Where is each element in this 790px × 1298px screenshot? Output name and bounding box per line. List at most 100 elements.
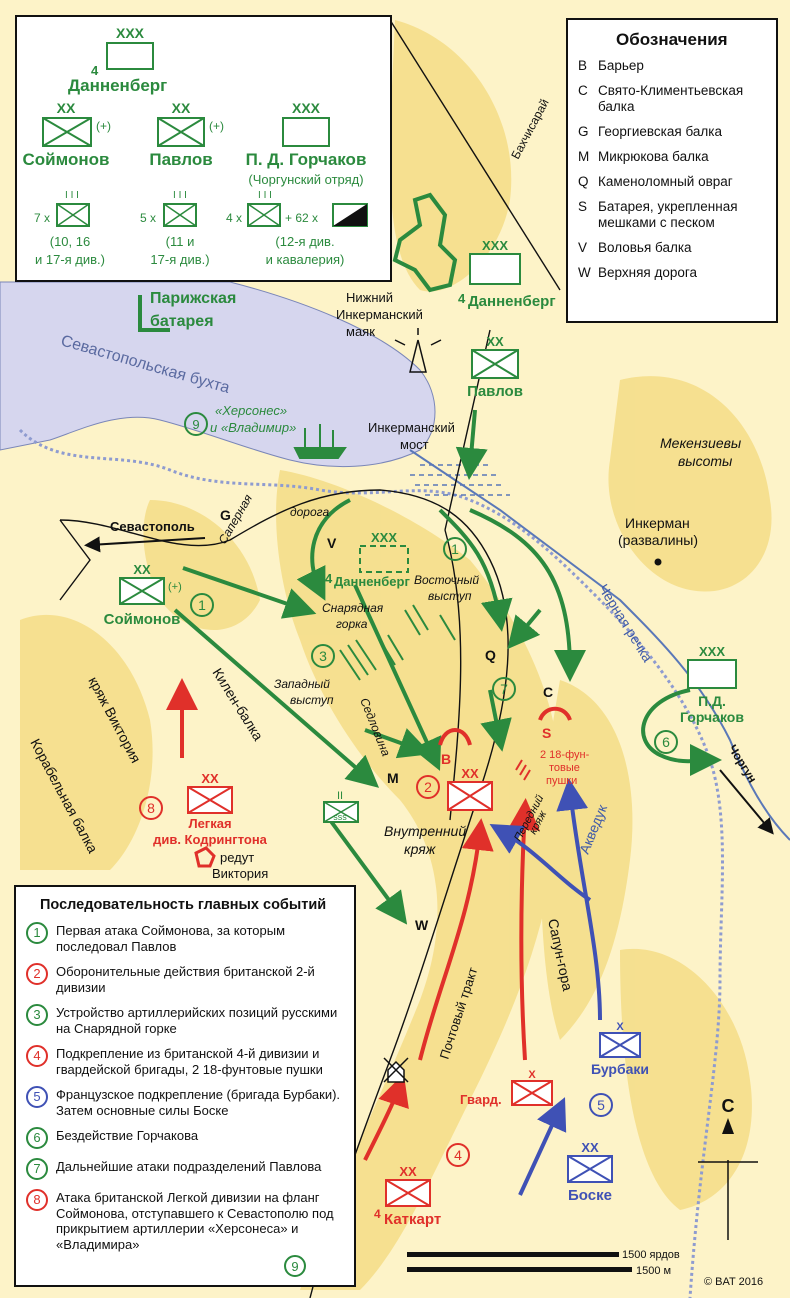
paris-battery-label-2: батарея: [150, 313, 214, 330]
svg-text:XX: XX: [581, 1140, 599, 1155]
svg-text:(12-я див.: (12-я див.: [275, 234, 334, 249]
unit-pavlov-map: XX Павлов: [467, 334, 523, 400]
unit-dannenberg-hill: XXX 4 Данненберг: [325, 530, 410, 589]
svg-text:Данненберг: Данненберг: [468, 293, 556, 310]
svg-text:П. Д. Горчаков: П. Д. Горчаков: [246, 150, 367, 169]
french-arrows: [489, 778, 602, 1196]
svg-text:Легкая: Легкая: [188, 816, 231, 831]
svg-text:5 x: 5 x: [140, 211, 156, 225]
shell-hill-label-2: горка: [336, 617, 368, 631]
unit-regiment-sss: II sss: [323, 790, 359, 823]
sevastopol-label: Севастополь: [110, 519, 195, 534]
unit-dannenberg-top: XXX 4 Данненберг: [458, 238, 556, 310]
svg-text:Гвард.: Гвард.: [460, 1092, 502, 1107]
west-ledge-label-1: Западный: [274, 677, 330, 691]
svg-text:II: II: [337, 790, 343, 802]
svg-text:XX: XX: [57, 100, 76, 116]
lighthouse-icon: [394, 328, 442, 373]
redoubt-icon: [194, 846, 216, 868]
svg-text:XX: XX: [201, 771, 219, 786]
svg-text:Боске: Боске: [568, 1187, 612, 1204]
compass: С: [698, 1096, 758, 1240]
letter-g: G: [220, 507, 231, 523]
svg-text:I I I: I I I: [173, 190, 187, 201]
shell-hill-label-1: Снарядная: [322, 601, 384, 615]
svg-text:XX: XX: [399, 1164, 417, 1179]
chorgun-arrow: [719, 769, 774, 835]
unit-guards: X Гвард.: [460, 1069, 553, 1107]
scale-bar: 1500 ярдов 1500 м: [407, 1249, 680, 1277]
svg-text:5: 5: [597, 1097, 605, 1113]
red-battery-ticks: [515, 759, 531, 781]
letter-c: C: [543, 684, 553, 700]
seq-marker: 1: [26, 922, 48, 944]
svg-text:XX: XX: [461, 766, 479, 781]
inkerman-label-2: (развалины): [618, 532, 698, 548]
mekenzi-label-1: Мекензиевы: [660, 435, 742, 451]
svg-text:Данненберг: Данненберг: [334, 574, 410, 589]
chernaya-river: [409, 449, 790, 841]
unit-cathcart: XX 4 Каткарт: [374, 1164, 441, 1228]
svg-text:4: 4: [91, 63, 99, 78]
svg-text:Соймонов: Соймонов: [104, 611, 181, 628]
east-ledge-label-2: выступ: [428, 589, 472, 603]
sevastopol-arrow: [84, 536, 206, 553]
inner-ridge-label-1: Внутренний: [384, 823, 466, 839]
svg-text:4: 4: [454, 1147, 462, 1163]
svg-text:(Чоргунский отряд): (Чоргунский отряд): [248, 172, 363, 187]
svg-text:XX: XX: [133, 562, 151, 577]
seq-marker: 6: [26, 1127, 48, 1149]
svg-text:4 x: 4 x: [226, 211, 242, 225]
paris-battery-label-1: Парижская: [150, 290, 236, 307]
svg-text:Павлов: Павлов: [467, 383, 523, 400]
svg-text:Соймонов: Соймонов: [23, 150, 110, 169]
svg-text:I I I: I I I: [65, 190, 79, 201]
event-markers: 1 1 3 7 6 2 8 4 5: [139, 537, 678, 1167]
paris-battery: [138, 295, 170, 332]
inkerman-ruins-dot: [654, 558, 662, 566]
sandbag-battery-arc: [538, 706, 572, 721]
guns-label-2: товые: [549, 762, 580, 774]
svg-text:6: 6: [662, 734, 670, 750]
map-letters: G V Q C M W: [220, 507, 553, 933]
order-of-battle-box: XXX 4 Данненберг XX (+) Соймонов XX (+) …: [15, 15, 392, 282]
lighthouse-label-2: Инкерманский: [336, 307, 423, 322]
svg-text:Павлов: Павлов: [149, 150, 212, 169]
guns-label-3: пушки: [546, 775, 577, 787]
svg-text:7: 7: [500, 681, 508, 697]
svg-text:(11 и: (11 и: [166, 234, 195, 249]
russian-artillery: [339, 604, 456, 681]
svg-text:Данненберг: Данненберг: [68, 76, 167, 95]
lighthouse-label-1: Нижний: [346, 290, 393, 305]
seq-trailing-marker: 9: [284, 1255, 306, 1277]
mekenzi-label-2: высоты: [678, 453, 733, 469]
svg-text:+ 62 x: + 62 x: [285, 211, 318, 225]
svg-text:XXX: XXX: [116, 25, 145, 41]
redoubt-label-1: редут: [220, 850, 254, 865]
unit-soimonov-map: XX (+) Соймонов: [104, 562, 182, 628]
svg-text:Каткарт: Каткарт: [384, 1211, 441, 1228]
svg-text:X: X: [616, 1021, 624, 1033]
svg-text:XXX: XXX: [699, 644, 725, 659]
svg-text:Горчаков: Горчаков: [680, 709, 744, 725]
svg-text:3: 3: [319, 648, 327, 664]
east-ledge-label-1: Восточный: [414, 573, 479, 587]
credit: © BAT 2016: [704, 1276, 764, 1288]
scale-m: 1500 м: [636, 1265, 671, 1277]
svg-text:XXX: XXX: [371, 530, 397, 545]
svg-text:Бурбаки: Бурбаки: [591, 1061, 649, 1077]
road-label: дорога: [290, 505, 329, 519]
seq-marker: 4: [26, 1045, 48, 1067]
unit-light-division: XX Легкая див. Кодрингтона: [153, 771, 268, 847]
svg-text:П.Д.: П.Д.: [698, 693, 726, 709]
unit-bourbaki: X Бурбаки: [591, 1021, 649, 1077]
seq-marker: 7: [26, 1158, 48, 1180]
